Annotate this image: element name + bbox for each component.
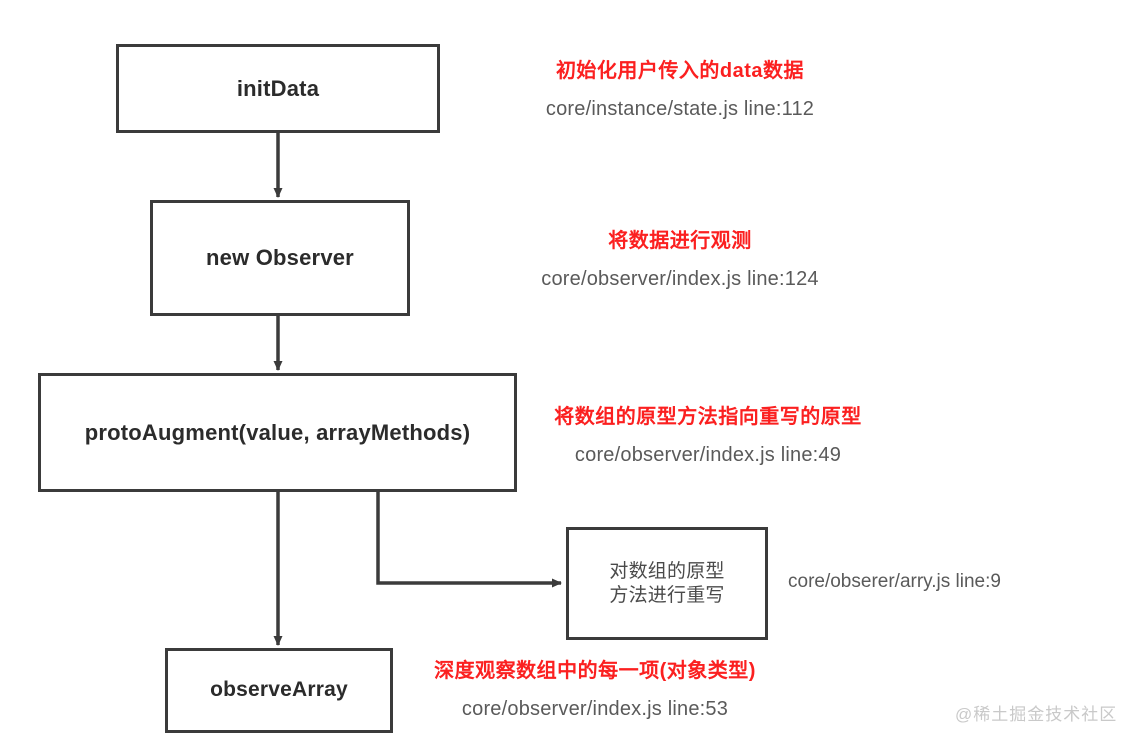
node-rewrite-array-prototype-label: 对数组的原型 方法进行重写	[609, 560, 724, 608]
annotation-new-observer-path: core/observer/index.js line:124	[541, 268, 819, 290]
annotation-observe-array: 深度观察数组中的每一项(对象类型) core/observer/index.js…	[405, 658, 785, 723]
node-observe-array-label: observeArray	[210, 678, 348, 702]
annotation-proto-augment-title: 将数组的原型方法指向重写的原型	[554, 406, 862, 428]
node-observe-array[interactable]: observeArray	[165, 648, 393, 733]
annotation-new-observer-title: 将数据进行观测	[608, 230, 752, 252]
node-proto-augment-label: protoAugment(value, arrayMethods)	[84, 419, 471, 445]
watermark: @稀土掘金技术社区	[955, 705, 1118, 724]
node-init-data-label: initData	[236, 75, 320, 101]
node-rewrite-line-1: 对数组的原型	[609, 560, 725, 582]
node-rewrite-line-2: 方法进行重写	[609, 584, 725, 606]
annotation-observe-array-path: core/observer/index.js line:53	[461, 698, 729, 720]
annotation-new-observer: 将数据进行观测 core/observer/index.js line:124	[500, 228, 860, 293]
annotation-observe-array-title: 深度观察数组中的每一项(对象类型)	[434, 660, 756, 682]
annotation-proto-augment-path: core/observer/index.js line:49	[574, 444, 842, 466]
annotation-init-data-path: core/instance/state.js line:112	[545, 98, 815, 120]
node-rewrite-array-prototype[interactable]: 对数组的原型 方法进行重写	[566, 527, 768, 640]
edge-protoaugment-to-rewriteproto	[376, 492, 562, 588]
node-new-observer-label: new Observer	[206, 245, 354, 271]
node-proto-augment[interactable]: protoAugment(value, arrayMethods)	[38, 373, 517, 492]
annotation-rewrite-proto-path: core/obserer/arry.js line:9	[788, 571, 1001, 592]
node-init-data[interactable]: initData	[116, 44, 440, 133]
annotation-init-data-title: 初始化用户传入的data数据	[555, 60, 805, 82]
annotation-init-data: 初始化用户传入的data数据 core/instance/state.js li…	[500, 58, 860, 123]
annotation-proto-augment: 将数组的原型方法指向重写的原型 core/observer/index.js l…	[528, 404, 888, 469]
node-new-observer[interactable]: new Observer	[150, 200, 410, 316]
